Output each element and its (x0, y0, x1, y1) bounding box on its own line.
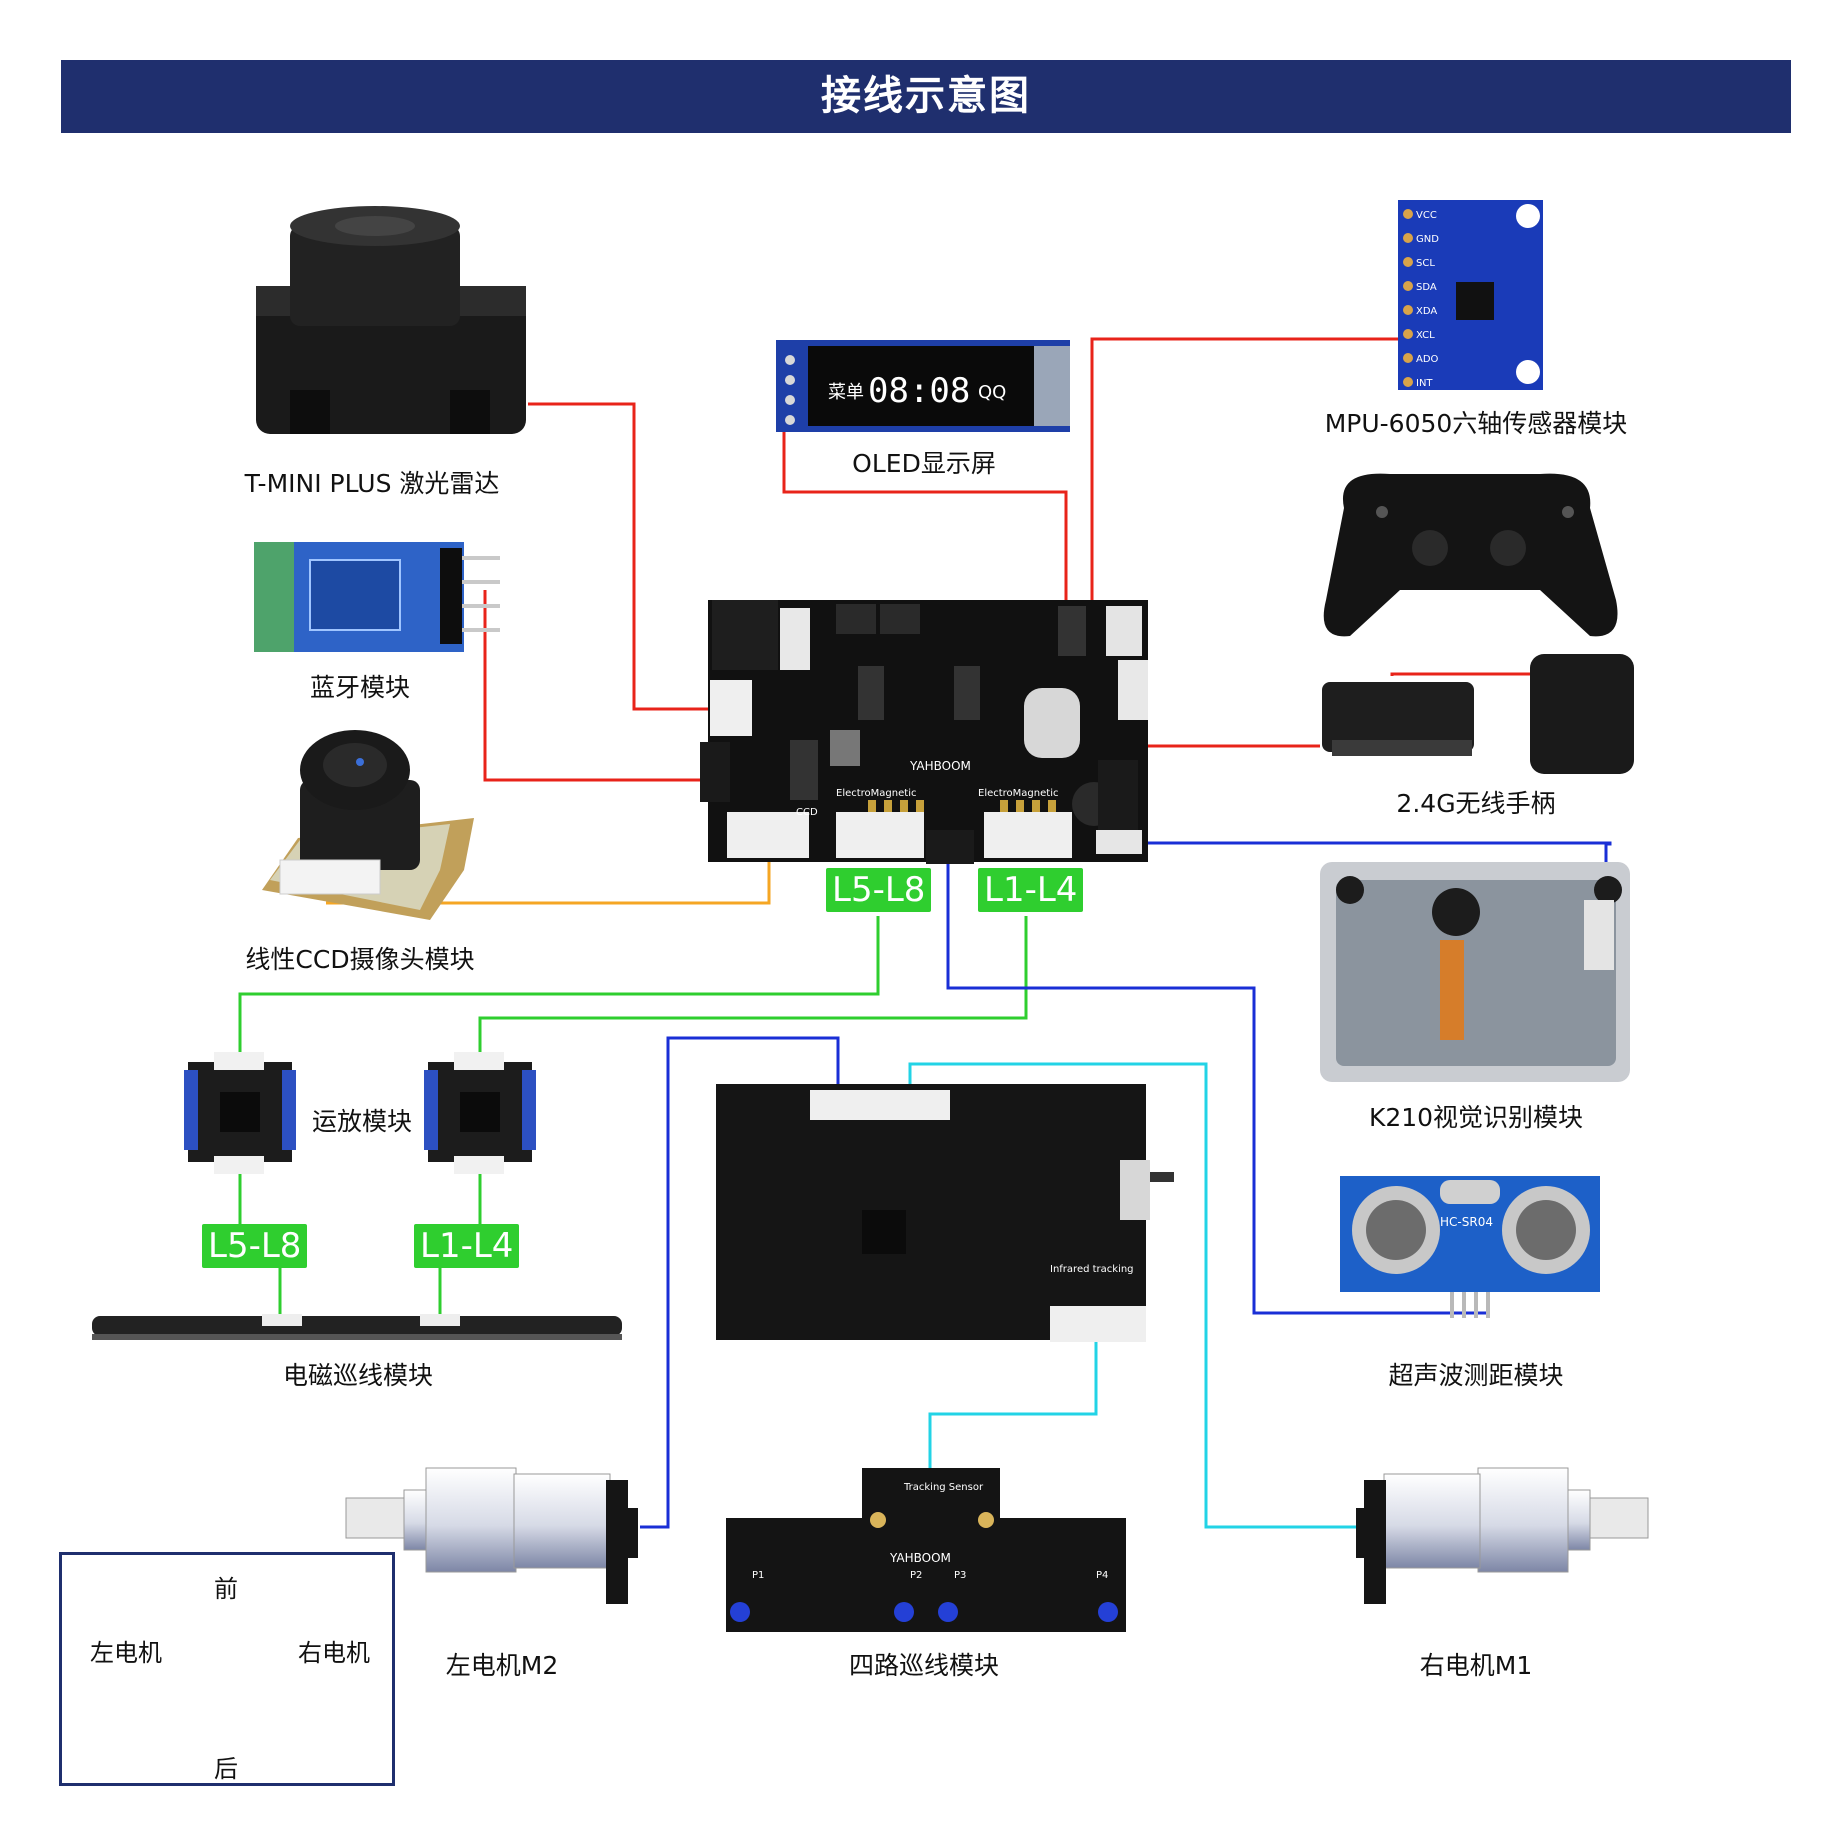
amp-label: 运放模块 (311, 1107, 413, 1136)
lidar-label: T-MINI PLUS 激光雷达 (244, 469, 500, 498)
mpu-pin-label: VCC (1416, 210, 1437, 221)
oled-label: OLED显示屏 (852, 449, 996, 478)
board-ccd-text: CCD (796, 807, 818, 818)
tracking-driver-label: Infrared tracking (1050, 1264, 1134, 1275)
oled-time-text: 08:08 (868, 371, 970, 411)
lidar-image (256, 206, 526, 434)
tracking-sensor-title: Tracking Sensor (903, 1482, 984, 1493)
amp-right-image (424, 1052, 536, 1174)
em-line-image (92, 1314, 622, 1340)
legend-right-motor: 右电机 (298, 1639, 370, 1667)
left-motor-image (345, 1467, 638, 1604)
right-motor-image (1356, 1467, 1649, 1604)
mpu-label: MPU-6050六轴传感器模块 (1324, 409, 1628, 438)
mpu-pin-label: GND (1416, 234, 1439, 245)
tracking-p1-label: P1 (752, 1570, 764, 1581)
ultrasonic-model-text: HC-SR04 (1440, 1215, 1493, 1229)
tracking4-label: 四路巡线模块 (848, 1651, 1000, 1680)
mpu-pin-label: XDA (1416, 306, 1437, 317)
mpu-image: VCC GND SCL SDA XDA XCL ADO INT (1398, 200, 1543, 390)
ccd-image (262, 730, 474, 920)
tag-amp-l1-l4: L1-L4 (414, 1224, 520, 1268)
tracking-p3-label: P3 (954, 1570, 966, 1581)
amp-left-image (184, 1052, 296, 1174)
wire-right-motor (908, 1062, 1370, 1529)
main-board-image: YAHBOOM ElectroMagnetic ElectroMagnetic … (700, 600, 1148, 864)
gamepad-image (1323, 473, 1618, 637)
ultrasonic-label: 超声波测距模块 (1388, 1361, 1564, 1390)
wire-l1l4-board-amp (478, 916, 1028, 1062)
gamepad-label: 2.4G无线手柄 (1396, 789, 1556, 818)
wire-ccd-main (326, 860, 771, 905)
gamepad-receiver-image (1322, 654, 1634, 774)
ccd-label: 线性CCD摄像头模块 (245, 945, 475, 974)
em-line-label: 电磁巡线模块 (282, 1361, 434, 1390)
tracking-sensor-brand: YAHBOOM (889, 1551, 951, 1565)
title-banner: 接线示意图 (61, 60, 1791, 133)
oled-menu-text: 菜单 (828, 382, 864, 403)
tag-board-l5-l8: L5-L8 (826, 868, 932, 912)
mpu-pin-label: ADO (1416, 354, 1439, 365)
right-motor-label: 右电机M1 (1419, 1651, 1533, 1680)
k210-image (1320, 862, 1630, 1082)
wire-tracking4 (928, 1333, 1098, 1476)
ultrasonic-image: HC-SR04 (1340, 1176, 1600, 1318)
board-brand-text: YAHBOOM (909, 759, 971, 773)
tracking-p4-label: P4 (1096, 1570, 1108, 1581)
tracking-p2-label: P2 (910, 1570, 922, 1581)
tag-amp-l5-l8: L5-L8 (202, 1224, 308, 1268)
oled-app-text: QQ (978, 382, 1006, 403)
wire-ultrasonic-main (946, 860, 1488, 1315)
mpu-pin-label: SDA (1416, 282, 1437, 293)
left-motor-label: 左电机M2 (445, 1651, 559, 1680)
mpu-pin-label: INT (1416, 378, 1433, 389)
orientation-legend: 前 左电机 右电机 后 (59, 1552, 395, 1786)
bluetooth-image (254, 542, 500, 652)
wire-gamepad-receiver (1390, 672, 1540, 676)
legend-front: 前 (214, 1575, 238, 1603)
oled-image: 菜单 08:08 QQ (776, 340, 1070, 432)
wire-left-motor (640, 1036, 840, 1529)
board-em-right-text: ElectroMagnetic (978, 788, 1058, 799)
wire-l5l8-board-amp (238, 916, 880, 1062)
legend-left-motor: 左电机 (90, 1639, 162, 1667)
wire-lidar-main (528, 402, 728, 711)
wire-oled-main (782, 410, 1068, 620)
mpu-pin-label: SCL (1416, 258, 1435, 269)
k210-label: K210视觉识别模块 (1368, 1103, 1584, 1132)
board-em-left-text: ElectroMagnetic (836, 788, 916, 799)
wire-bluetooth-main (483, 590, 706, 782)
page-title: 接线示意图 (821, 73, 1031, 119)
bluetooth-label: 蓝牙模块 (309, 673, 411, 702)
legend-back: 后 (214, 1755, 238, 1783)
tracking-sensor-image: Tracking Sensor YAHBOOM P1 P2 P3 P4 (726, 1468, 1126, 1632)
tag-board-l1-l4: L1-L4 (978, 868, 1084, 912)
mpu-pin-label: XCL (1416, 330, 1435, 341)
tracking-driver-image: Infrared tracking (716, 1084, 1174, 1342)
